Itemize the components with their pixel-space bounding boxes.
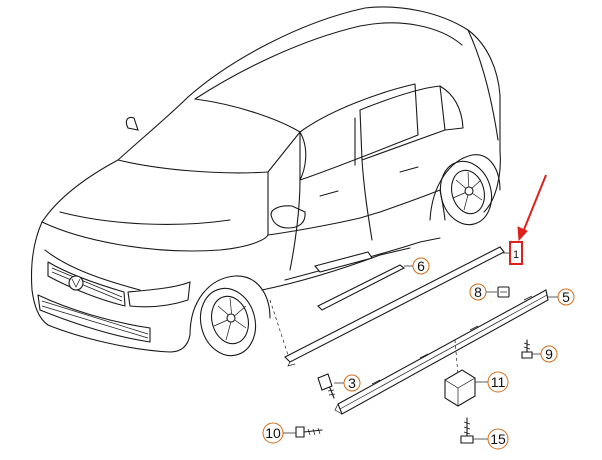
part-number-6: 6 [417, 258, 425, 274]
assembly-lines [269, 299, 459, 376]
part-number-5: 5 [562, 289, 570, 305]
part-1-trim-strip [284, 246, 505, 367]
callout-15: 15 [487, 428, 509, 450]
part-number-11: 11 [491, 374, 506, 390]
callout-9: 9 [540, 345, 558, 363]
leader-lines [283, 252, 558, 440]
highlight-box [509, 241, 523, 265]
part-number-1: 1 [513, 249, 519, 261]
callout-11: 11 [487, 371, 509, 393]
callout-10: 10 [262, 422, 284, 444]
part-11-bracket [444, 369, 476, 407]
part-6-trim [317, 264, 406, 311]
part-number-3: 3 [348, 375, 356, 391]
part-number-10: 10 [265, 425, 281, 441]
part-5-sill-panel [334, 289, 549, 415]
callout-5: 5 [557, 288, 575, 306]
red-arrow-icon [517, 174, 547, 242]
part-8-clip [497, 286, 510, 298]
part-3-screw [317, 373, 336, 399]
part-15-screw [460, 417, 474, 444]
callout-1: 1 [509, 241, 523, 265]
callout-6: 6 [412, 257, 430, 275]
part-number-8: 8 [474, 284, 482, 300]
part-10-screw [295, 426, 323, 438]
callout-8: 8 [469, 283, 487, 301]
part-number-9: 9 [545, 346, 553, 362]
callout-3: 3 [343, 374, 361, 392]
part-9-screw [521, 339, 533, 359]
part-number-15: 15 [490, 431, 506, 447]
car-illustration [30, 6, 501, 357]
